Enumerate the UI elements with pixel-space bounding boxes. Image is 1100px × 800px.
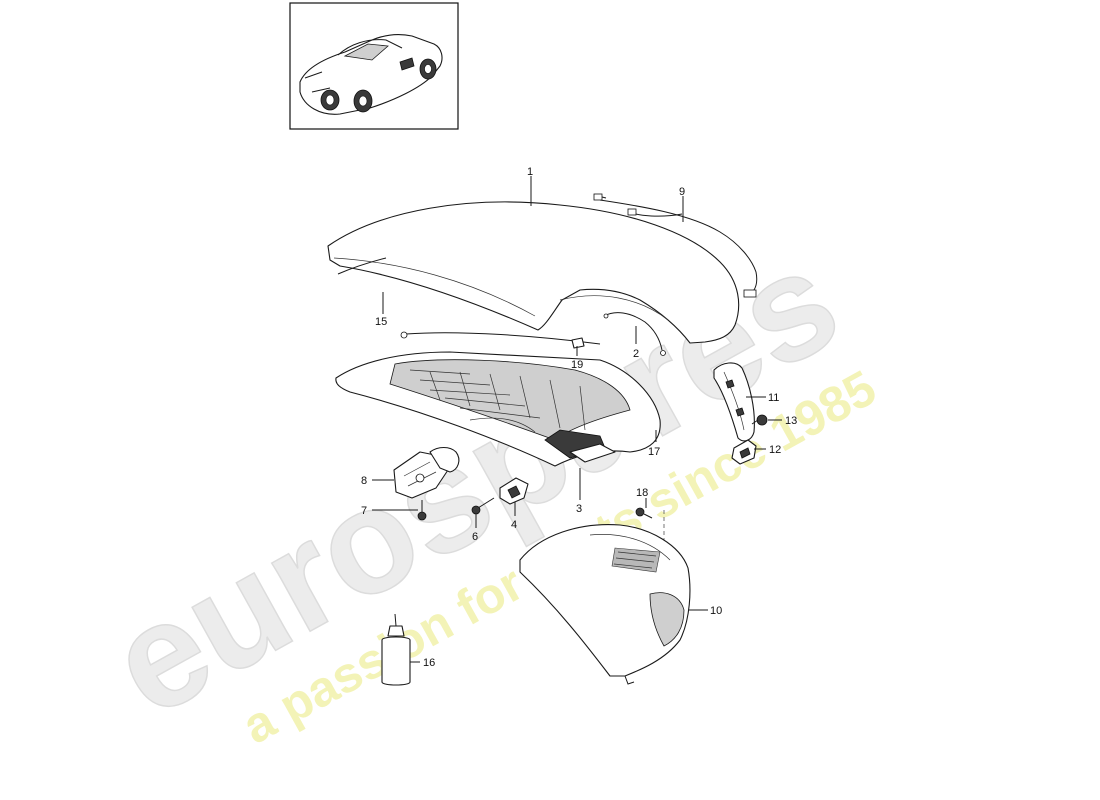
callout-labels: 1 9 15 2 19 11 13 12 17 8 18 3 7 4 6 10 …: [361, 166, 797, 669]
part-15-seal-strip: [337, 257, 387, 275]
callout-12: 12: [769, 444, 781, 456]
callout-10: 10: [710, 605, 722, 617]
part-9-wiring-harness: [593, 193, 758, 298]
callout-7: 7: [361, 505, 367, 517]
callout-6: 6: [472, 531, 478, 543]
part-11-side-post: [713, 362, 755, 442]
part-8-hinge-lock: [393, 446, 460, 499]
leader-lines: [372, 176, 782, 663]
callout-16: 16: [423, 657, 435, 669]
callout-11: 11: [768, 392, 779, 404]
car-thumbnail: [289, 2, 459, 130]
part-12-bracket: [731, 439, 757, 465]
part-10-rear-panel: [519, 524, 691, 685]
part-4-mount-bracket: [499, 477, 529, 505]
callout-13: 13: [785, 415, 797, 427]
part-1-soft-top-cover: [327, 201, 740, 344]
callout-3: 3: [576, 503, 582, 515]
callout-8: 8: [361, 475, 367, 487]
part-13-fastener: [751, 414, 768, 426]
part-19-clip: [571, 337, 585, 349]
part-3-rear-frame: [335, 351, 661, 467]
callout-15: 15: [375, 316, 387, 328]
part-16-bottle: [381, 613, 411, 686]
part-18-clip: [635, 507, 665, 560]
part-7-screw: [417, 500, 427, 521]
callout-4: 4: [511, 519, 517, 531]
part-2-cable: [603, 312, 666, 356]
callout-2: 2: [633, 348, 639, 360]
callout-9: 9: [679, 186, 685, 198]
callout-17: 17: [648, 446, 660, 458]
car-thumbnail-icon: [299, 34, 443, 115]
callout-19: 19: [571, 359, 583, 371]
callout-1: 1: [527, 166, 533, 178]
callout-18: 18: [636, 487, 648, 499]
